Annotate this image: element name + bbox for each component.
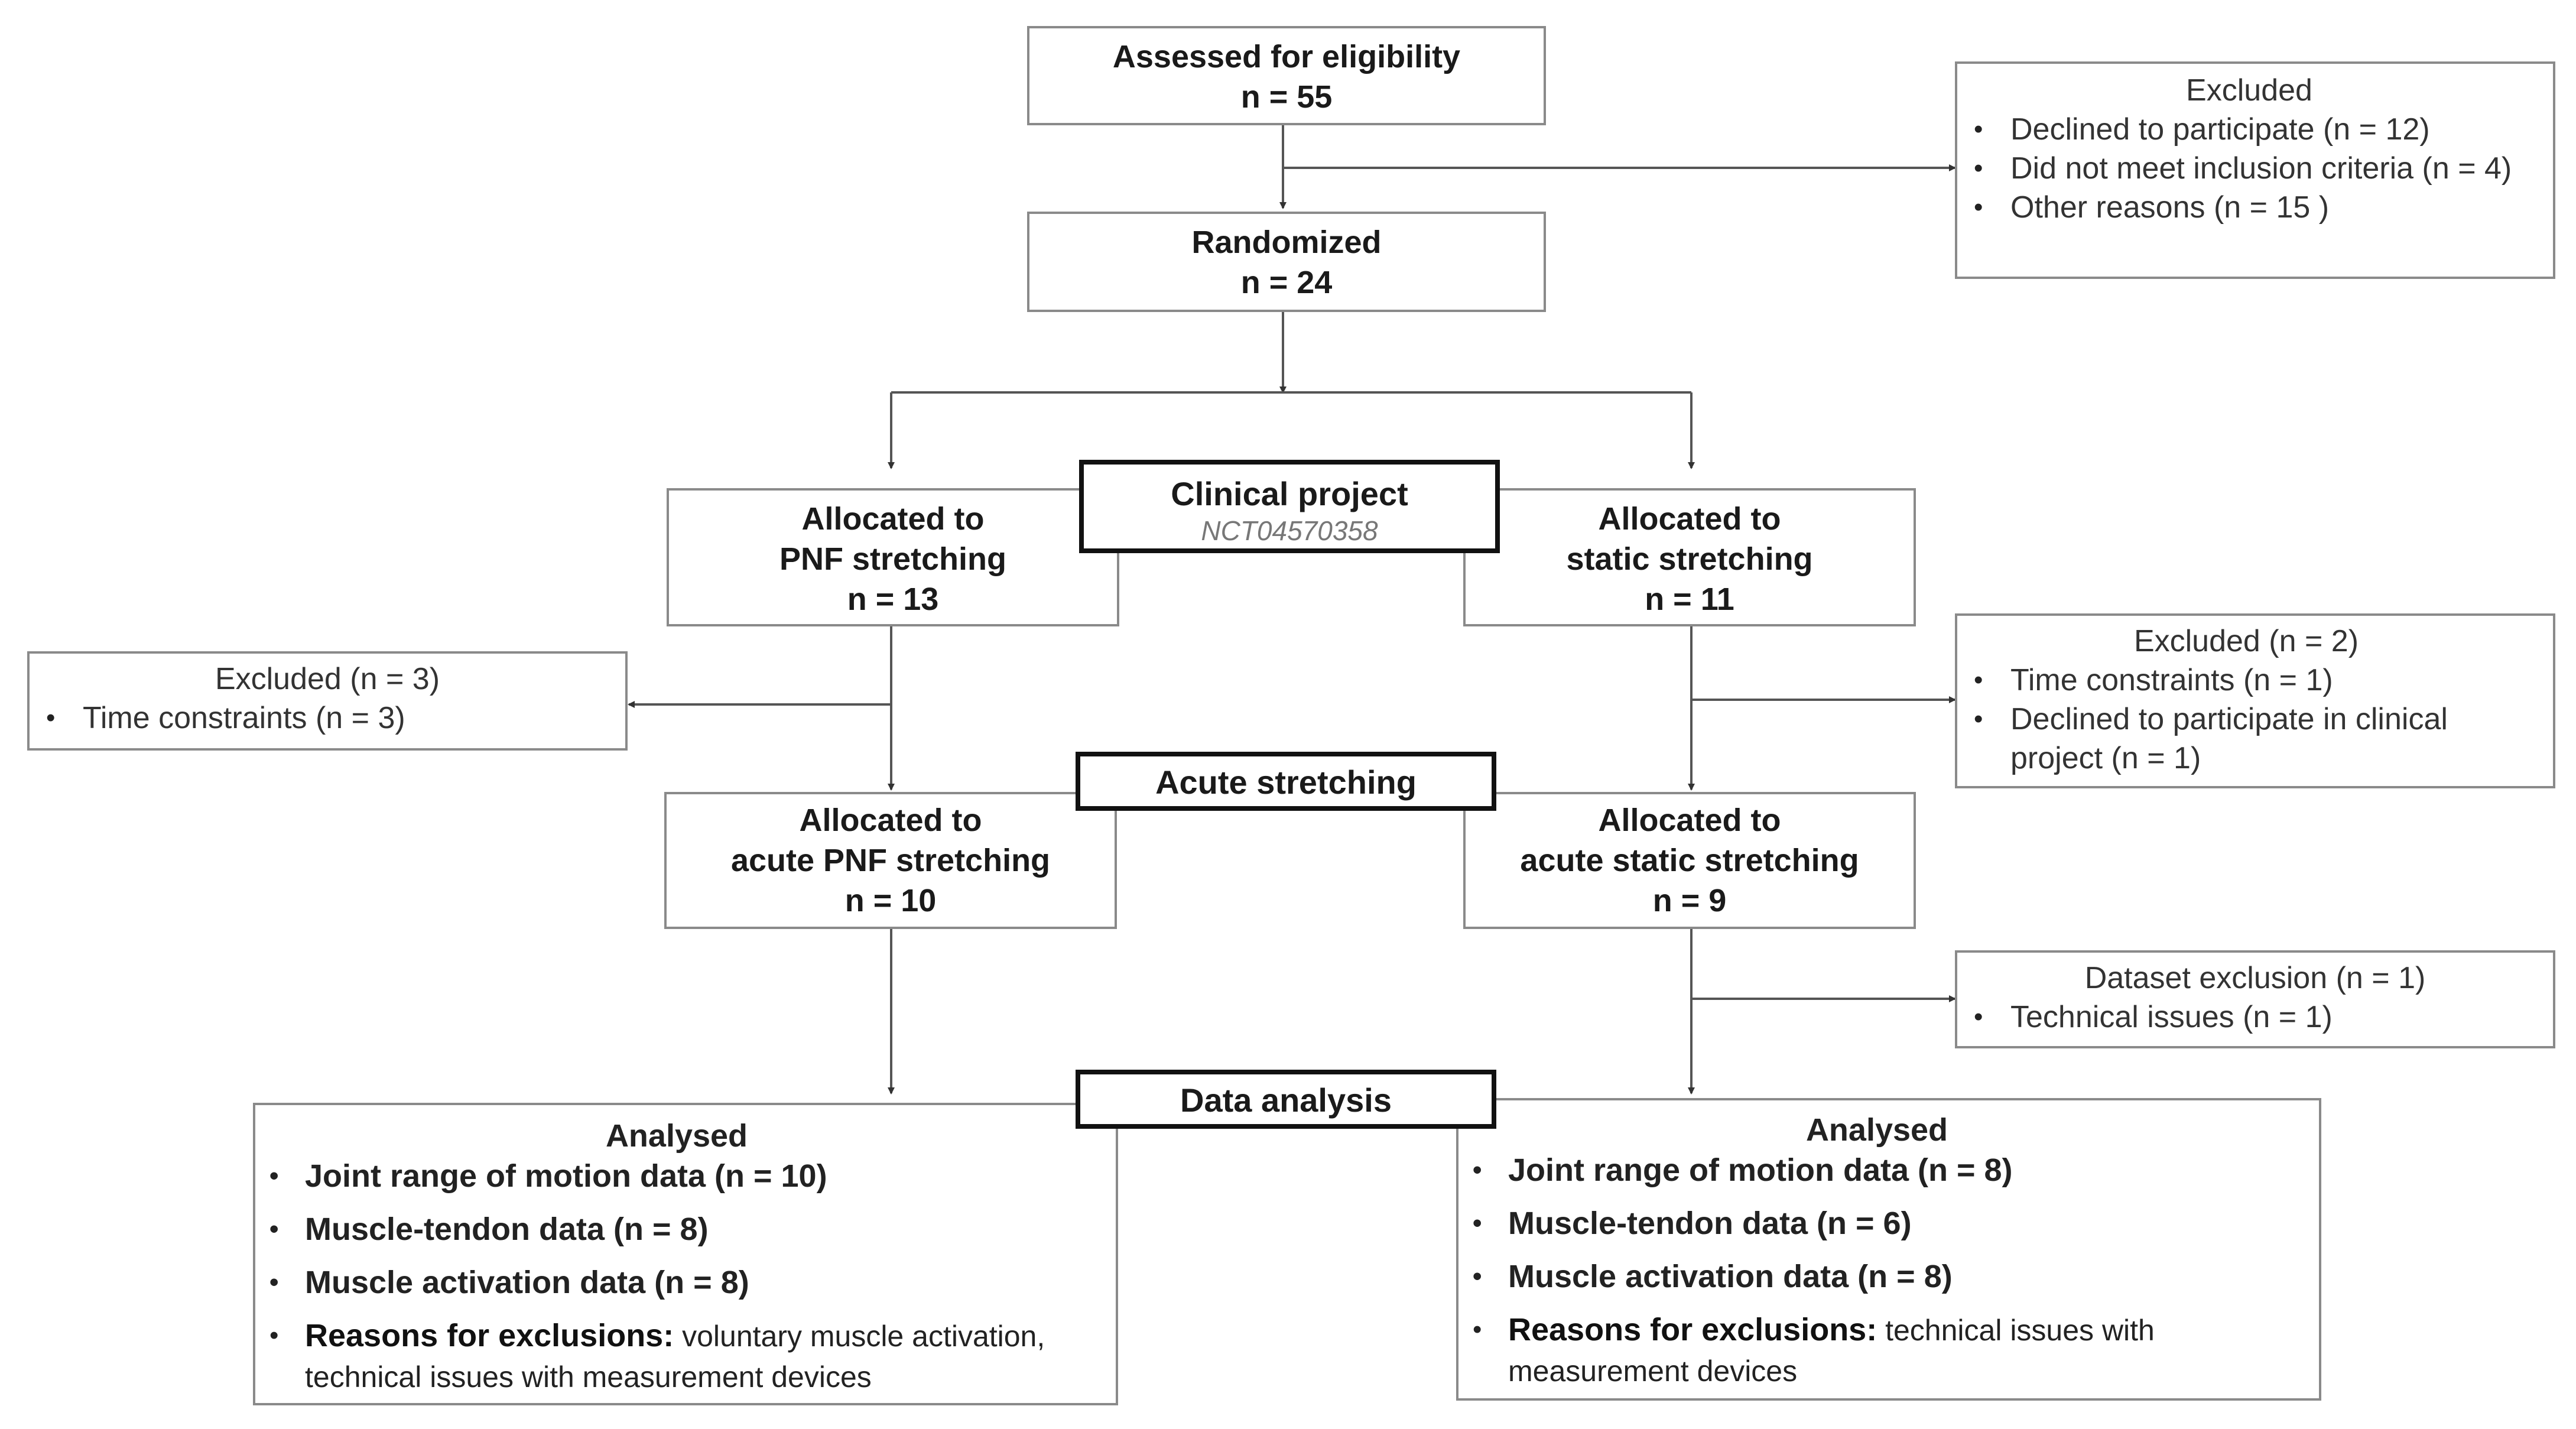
reasons-label: Reasons for exclusions:	[305, 1318, 674, 1353]
acute-pnf-line1: Allocated to	[799, 803, 982, 838]
excluded-top-title: Excluded	[2186, 73, 2312, 108]
analysed-left-list: Joint range of motion data (n = 10) Musc…	[255, 1156, 1098, 1397]
acute-pnf-count: n = 10	[844, 883, 937, 918]
list-item: Time constraints (n = 3)	[30, 699, 625, 738]
excluded-right-title: Excluded (n = 2)	[2133, 624, 2359, 658]
list-item: Muscle activation data (n = 8)	[255, 1262, 1098, 1303]
analysed-left-title: Analysed	[605, 1118, 748, 1154]
assessed-title: Assessed for eligibility	[1112, 39, 1461, 74]
list-item: Muscle activation data (n = 8)	[1458, 1256, 2295, 1297]
dataset-exclusion-list: Technical issues (n = 1)	[1957, 998, 2553, 1037]
reasons-text: voluntary muscle activation, technical i…	[305, 1320, 1045, 1394]
list-item: Declined to participate in clinical proj…	[1957, 700, 2535, 778]
acute-static-box: Allocated to acute static stretching n =…	[1463, 792, 1916, 929]
reasons-label: Reasons for exclusions:	[1508, 1312, 1877, 1347]
list-item: Time constraints (n = 1)	[1957, 661, 2535, 700]
acute-static-count: n = 9	[1652, 883, 1727, 918]
randomized-count: n = 24	[1240, 265, 1333, 300]
analysed-right-list: Joint range of motion data (n = 8) Muscl…	[1458, 1150, 2295, 1391]
alloc-pnf-line1: Allocated to	[801, 501, 985, 537]
list-item: Other reasons (n = 15 )	[1957, 188, 2541, 227]
list-item: Joint range of motion data (n = 10)	[255, 1156, 1098, 1196]
alloc-static-line1: Allocated to	[1598, 501, 1781, 537]
list-item: Did not meet inclusion criteria (n = 4)	[1957, 149, 2541, 188]
clinical-project-id: NCT04570358	[1201, 515, 1378, 546]
list-item: Declined to participate (n = 12)	[1957, 110, 2541, 149]
randomized-box: Randomized n = 24	[1027, 212, 1546, 312]
acute-stretching-box: Acute stretching	[1076, 752, 1496, 811]
list-item: Technical issues (n = 1)	[1957, 998, 2553, 1037]
excluded-right-box: Excluded (n = 2) Time constraints (n = 1…	[1955, 613, 2555, 788]
acute-stretching-title: Acute stretching	[1155, 764, 1417, 801]
analysed-right-box: Analysed Joint range of motion data (n =…	[1456, 1098, 2321, 1401]
list-item: Joint range of motion data (n = 8)	[1458, 1150, 2295, 1190]
data-analysis-box: Data analysis	[1076, 1070, 1496, 1129]
clinical-project-title: Clinical project	[1171, 475, 1408, 512]
dataset-exclusion-title: Dataset exclusion (n = 1)	[2084, 961, 2426, 995]
clinical-project-box: Clinical project NCT04570358	[1079, 460, 1500, 553]
excluded-left-list: Time constraints (n = 3)	[30, 699, 625, 738]
list-item: Muscle-tendon data (n = 6)	[1458, 1203, 2295, 1243]
list-item: Reasons for exclusions: technical issues…	[1458, 1310, 2295, 1391]
excluded-top-box: Excluded Declined to participate (n = 12…	[1955, 61, 2555, 279]
analysed-left-box: Analysed Joint range of motion data (n =…	[253, 1103, 1118, 1405]
acute-static-line1: Allocated to	[1598, 803, 1781, 838]
excluded-right-list: Time constraints (n = 1) Declined to par…	[1957, 661, 2535, 778]
analysed-right-title: Analysed	[1805, 1112, 1948, 1148]
data-analysis-title: Data analysis	[1180, 1082, 1392, 1119]
list-item: Reasons for exclusions: voluntary muscle…	[255, 1316, 1098, 1397]
reasons-text: technical issues with measurement device…	[1508, 1314, 2155, 1388]
acute-pnf-line2: acute PNF stretching	[730, 843, 1051, 878]
excluded-top-list: Declined to participate (n = 12) Did not…	[1957, 110, 2541, 227]
alloc-pnf-count: n = 13	[847, 582, 939, 617]
dataset-exclusion-box: Dataset exclusion (n = 1) Technical issu…	[1955, 950, 2555, 1048]
excluded-left-title: Excluded (n = 3)	[215, 662, 440, 696]
alloc-pnf-line2: PNF stretching	[779, 541, 1007, 577]
assessed-box: Assessed for eligibility n = 55	[1027, 26, 1546, 125]
acute-pnf-box: Allocated to acute PNF stretching n = 10	[664, 792, 1117, 929]
randomized-title: Randomized	[1191, 225, 1382, 260]
alloc-static-count: n = 11	[1645, 582, 1734, 617]
alloc-static-line2: static stretching	[1566, 541, 1813, 577]
list-item: Muscle-tendon data (n = 8)	[255, 1209, 1098, 1249]
assessed-count: n = 55	[1240, 79, 1333, 115]
alloc-pnf-box: Allocated to PNF stretching n = 13	[667, 488, 1119, 626]
alloc-static-box: Allocated to static stretching n = 11	[1463, 488, 1916, 626]
excluded-left-box: Excluded (n = 3) Time constraints (n = 3…	[27, 651, 628, 751]
acute-static-line2: acute static stretching	[1520, 843, 1859, 878]
